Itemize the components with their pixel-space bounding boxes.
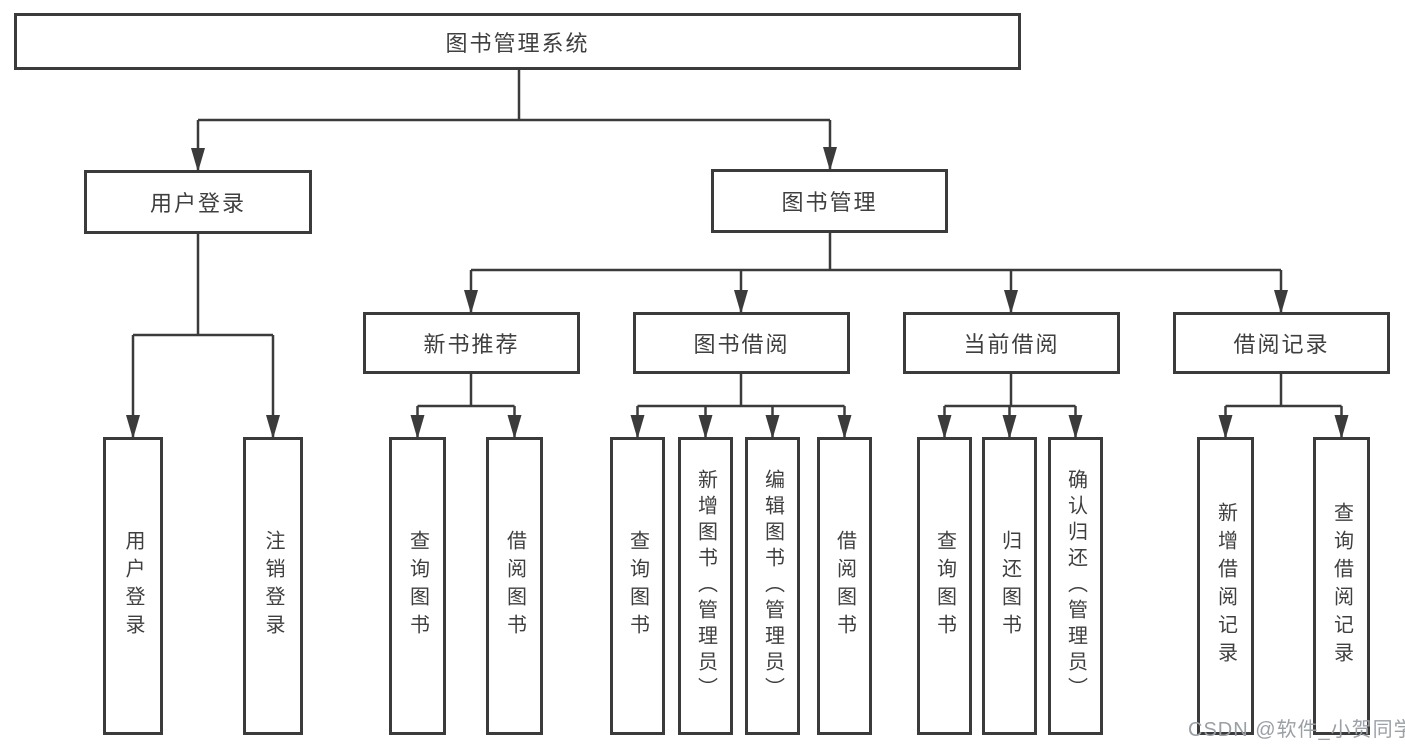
node-borrow-records: 借阅记录 [1173, 312, 1390, 374]
arrowhead-icons [126, 147, 1349, 439]
leaf-user-login: 用户登录 [103, 437, 163, 735]
leaf-borrow-book: 借阅图书 [486, 437, 543, 735]
leaf-borrow-book-2: 借阅图书 [817, 437, 872, 735]
node-label: 图书借阅 [693, 332, 790, 357]
node-label: 新书推荐 [423, 332, 520, 357]
node-label: 当前借阅 [963, 332, 1060, 357]
leaf-confirm-return-admin: 确认归还（管理员） [1048, 437, 1103, 735]
leaf-search-book-2: 查询图书 [610, 437, 665, 735]
node-user-login: 用户登录 [84, 170, 312, 234]
leaf-return-book: 归还图书 [982, 437, 1037, 735]
leaf-search-book-3: 查询图书 [917, 437, 972, 735]
node-book-borrow: 图书借阅 [633, 312, 850, 374]
node-label: 图书管理系统 [445, 30, 590, 56]
leaf-search-book: 查询图书 [389, 437, 446, 735]
node-library-management-system: 图书管理系统 [14, 13, 1021, 70]
leaf-search-borrow-record: 查询借阅记录 [1313, 437, 1370, 735]
leaf-logout: 注销登录 [243, 437, 303, 735]
leaf-edit-book-admin: 编辑图书（管理员） [745, 437, 800, 735]
node-new-book-recommend: 新书推荐 [363, 312, 580, 374]
node-book-management: 图书管理 [711, 169, 948, 233]
node-label: 借阅记录 [1233, 332, 1330, 357]
node-label: 用户登录 [149, 191, 246, 216]
node-label: 图书管理 [781, 190, 878, 215]
csdn-watermark: CSDN @软件_小贺同学 [1188, 719, 1405, 741]
leaf-add-book-admin: 新增图书（管理员） [678, 437, 733, 735]
node-current-borrow: 当前借阅 [903, 312, 1120, 374]
leaf-add-borrow-record: 新增借阅记录 [1197, 437, 1254, 735]
